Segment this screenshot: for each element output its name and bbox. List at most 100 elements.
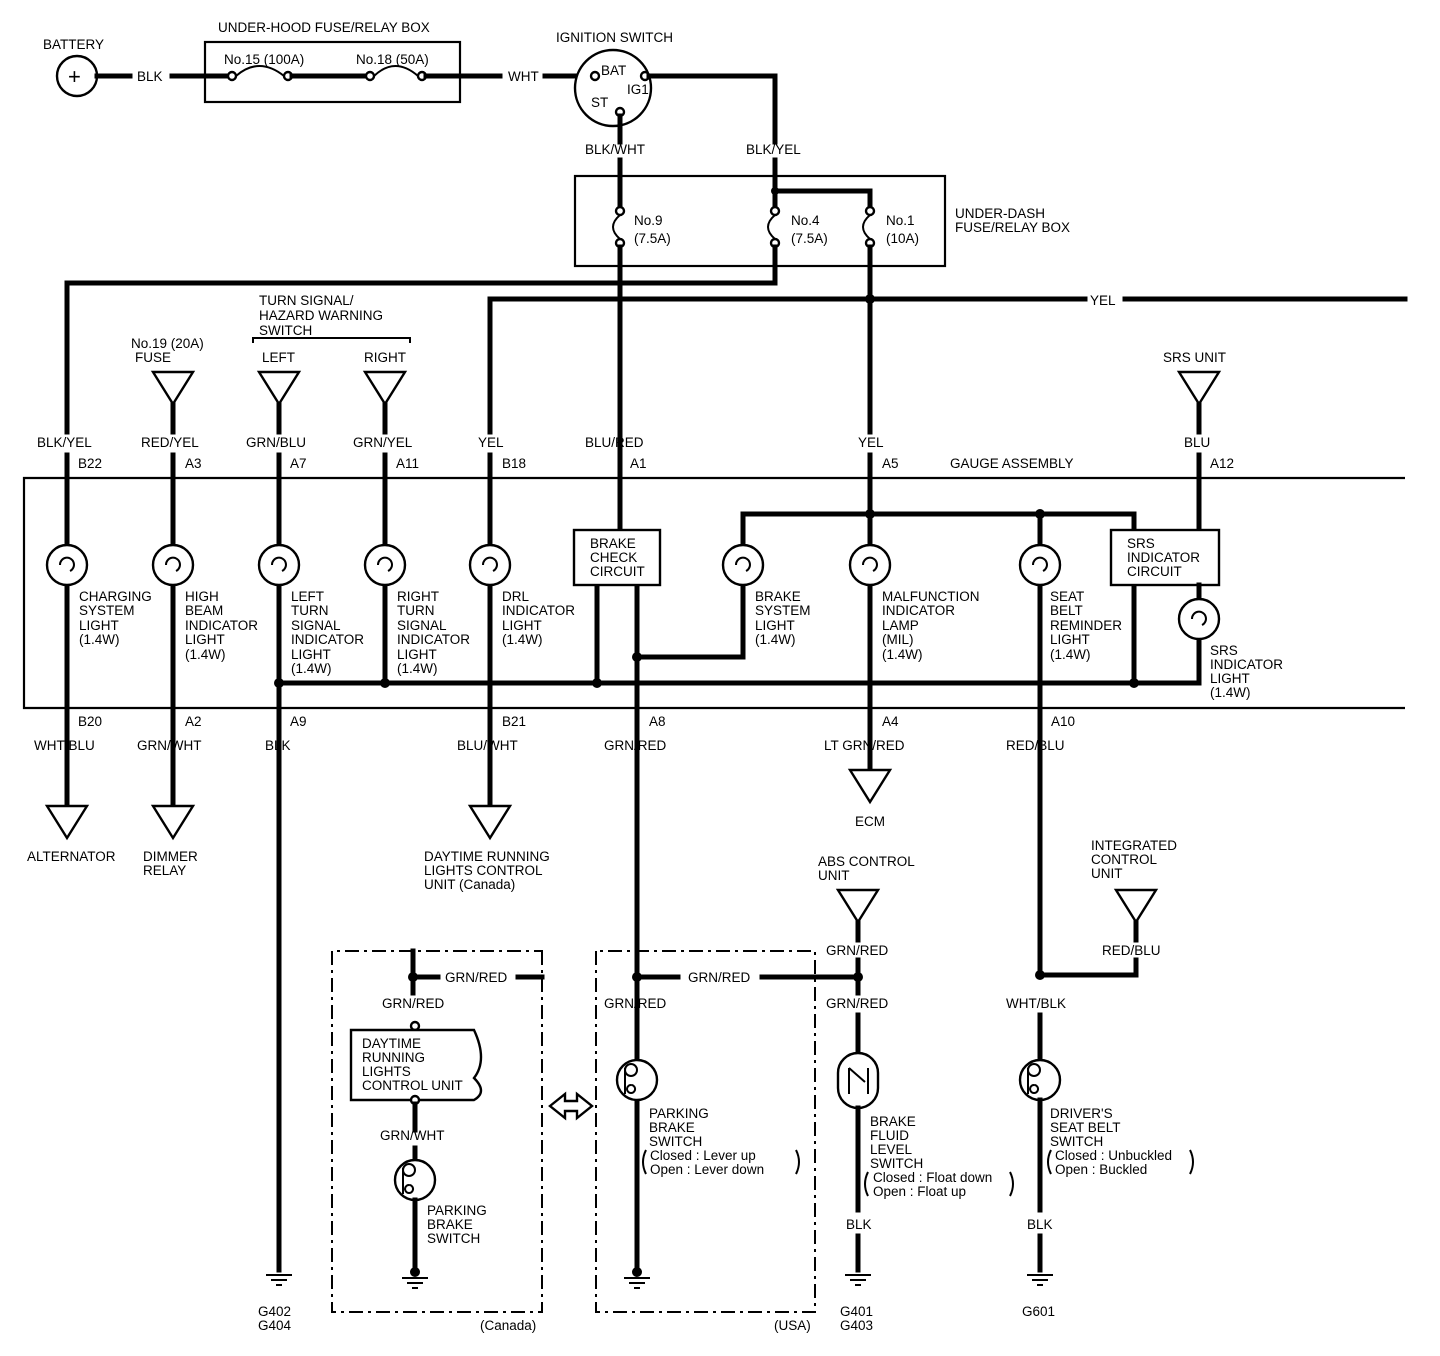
fluid-open: Open : Float up bbox=[873, 1184, 966, 1199]
dimmer-label-2: RELAY bbox=[143, 863, 186, 878]
svg-text:(1.4W): (1.4W) bbox=[882, 647, 923, 662]
svg-text:(1.4W): (1.4W) bbox=[185, 647, 226, 662]
bulb-icon bbox=[363, 543, 407, 587]
bulb-icon bbox=[721, 543, 765, 587]
svg-text:(1.4W): (1.4W) bbox=[502, 632, 543, 647]
brake-check-text: CHECK bbox=[590, 550, 637, 565]
connector-arrow-icon bbox=[256, 370, 302, 407]
svg-text:TURN: TURN bbox=[397, 603, 435, 618]
svg-text:LAMP: LAMP bbox=[882, 618, 919, 633]
fuse-4-rating: (7.5A) bbox=[791, 231, 828, 246]
pin-label: A8 bbox=[649, 714, 666, 729]
battery: BATTERY + bbox=[43, 37, 104, 98]
svg-text:INDICATOR: INDICATOR bbox=[502, 603, 575, 618]
seat-open: Open : Buckled bbox=[1055, 1162, 1147, 1177]
seat-switch-label: SWITCH bbox=[1050, 1134, 1103, 1149]
turn-left-label: LEFT bbox=[262, 350, 295, 365]
turn-switch-2: HAZARD WARNING bbox=[259, 308, 383, 323]
pin-label: A5 bbox=[882, 456, 899, 471]
svg-text:INDICATOR: INDICATOR bbox=[882, 603, 955, 618]
ground-icon bbox=[624, 1277, 650, 1289]
svg-text:REMINDER: REMINDER bbox=[1050, 618, 1122, 633]
leftturn-light-label: LEFT TURN SIGNAL INDICATOR LIGHT (1.4W) bbox=[291, 589, 364, 676]
underhood-fuse-box: UNDER-HOOD FUSE/RELAY BOX No.15 (100A) N… bbox=[203, 20, 503, 104]
wire-label: GRN/RED bbox=[604, 996, 667, 1011]
rightturn-light-label: RIGHT TURN SIGNAL INDICATOR LIGHT (1.4W) bbox=[397, 589, 470, 676]
alternator-label: ALTERNATOR bbox=[27, 849, 116, 864]
connector-arrow-icon bbox=[847, 768, 893, 805]
connector-arrow-icon bbox=[467, 804, 513, 841]
drl-box-text: DAYTIME bbox=[362, 1036, 421, 1051]
wire-label: LT GRN/RED bbox=[824, 738, 905, 753]
svg-text:(MIL): (MIL) bbox=[882, 632, 914, 647]
wire-label: BLK bbox=[1027, 1217, 1053, 1232]
charging-light-label: CHARGING SYSTEM LIGHT (1.4W) bbox=[79, 589, 152, 647]
usa-label: (USA) bbox=[774, 1318, 811, 1333]
svg-text:SYSTEM: SYSTEM bbox=[79, 603, 135, 618]
svg-text:LIGHT: LIGHT bbox=[185, 632, 225, 647]
ign-bat-label: BAT bbox=[601, 63, 626, 78]
fuse-15-label: No.15 (100A) bbox=[224, 52, 304, 67]
fuse-9-rating: (7.5A) bbox=[634, 231, 671, 246]
svg-text:MALFUNCTION: MALFUNCTION bbox=[882, 589, 980, 604]
wire-label-blk: BLK bbox=[137, 69, 163, 84]
wire-label: WHT/BLU bbox=[34, 738, 95, 753]
turn-right-label: RIGHT bbox=[364, 350, 406, 365]
svg-text:HIGH: HIGH bbox=[185, 589, 219, 604]
underdash-fuse-box: UNDER-DASH FUSE/RELAY BOX No.9 (7.5A) No… bbox=[573, 157, 1070, 268]
wire-label: YEL bbox=[858, 435, 884, 450]
fuse-1-rating: (10A) bbox=[886, 231, 919, 246]
wire-label: GRN/RED bbox=[688, 970, 751, 985]
svg-text:LIGHT: LIGHT bbox=[397, 647, 437, 662]
park-usa-open: Open : Lever down bbox=[650, 1162, 764, 1177]
ignition-title: IGNITION SWITCH bbox=[556, 30, 673, 45]
svg-text:RIGHT: RIGHT bbox=[397, 589, 439, 604]
srs-indicator-circuit bbox=[1109, 528, 1221, 587]
ground-icon bbox=[266, 1274, 292, 1286]
ecm-label: ECM bbox=[855, 814, 885, 829]
ground-icon bbox=[1027, 1274, 1053, 1286]
seat-closed: Closed : Unbuckled bbox=[1055, 1148, 1172, 1163]
svg-text:LIGHT: LIGHT bbox=[755, 618, 795, 633]
connector-arrow-icon bbox=[1113, 888, 1159, 925]
svg-text:TURN: TURN bbox=[291, 603, 329, 618]
svg-text:LIGHT: LIGHT bbox=[1050, 632, 1090, 647]
fuse-19-input: No.19 (20A) FUSE bbox=[131, 336, 204, 435]
turn-switch-1: TURN SIGNAL/ bbox=[259, 293, 354, 308]
park-canada-label: BRAKE bbox=[427, 1217, 473, 1232]
parking-brake-switch-icon bbox=[393, 1158, 437, 1202]
wire-label: YEL bbox=[478, 435, 504, 450]
park-usa-label: SWITCH bbox=[649, 1134, 702, 1149]
pin-label: A12 bbox=[1210, 456, 1234, 471]
a9-ground: G402 G404 bbox=[258, 1274, 292, 1333]
pin-label: A9 bbox=[290, 714, 307, 729]
abs-unit-label-2: UNIT bbox=[818, 868, 850, 883]
ground-label: G401 bbox=[840, 1304, 873, 1319]
svg-text:(1.4W): (1.4W) bbox=[1210, 685, 1251, 700]
svg-text:SRS: SRS bbox=[1210, 643, 1238, 658]
svg-text:SIGNAL: SIGNAL bbox=[291, 618, 341, 633]
srs-circuit-text: SRS bbox=[1127, 536, 1155, 551]
ign-ig1-label: IG1 bbox=[627, 82, 649, 97]
svg-text:(1.4W): (1.4W) bbox=[755, 632, 796, 647]
wire-label: BLU/RED bbox=[585, 435, 644, 450]
bulb-icon bbox=[151, 543, 195, 587]
srs-unit-input: SRS UNIT bbox=[1163, 350, 1226, 435]
pin-label: A2 bbox=[185, 714, 202, 729]
pin-label: B18 bbox=[502, 456, 526, 471]
pin-label: B21 bbox=[502, 714, 526, 729]
fuse-18-label: No.18 (50A) bbox=[356, 52, 429, 67]
bulb-icon bbox=[257, 543, 301, 587]
wire-label: RED/BLU bbox=[1006, 738, 1065, 753]
svg-text:SYSTEM: SYSTEM bbox=[755, 603, 811, 618]
fuse-9-label: No.9 bbox=[634, 213, 663, 228]
double-arrow-icon bbox=[548, 1091, 594, 1121]
drl-box-text: RUNNING bbox=[362, 1050, 425, 1065]
connector-arrow-icon bbox=[150, 804, 196, 841]
connector-arrow-icon bbox=[150, 370, 196, 407]
svg-text:(1.4W): (1.4W) bbox=[79, 632, 120, 647]
brake-check-circuit bbox=[572, 528, 662, 587]
pin-label: B22 bbox=[78, 456, 102, 471]
wire-label: GRN/YEL bbox=[353, 435, 413, 450]
bulb-icon bbox=[45, 543, 89, 587]
